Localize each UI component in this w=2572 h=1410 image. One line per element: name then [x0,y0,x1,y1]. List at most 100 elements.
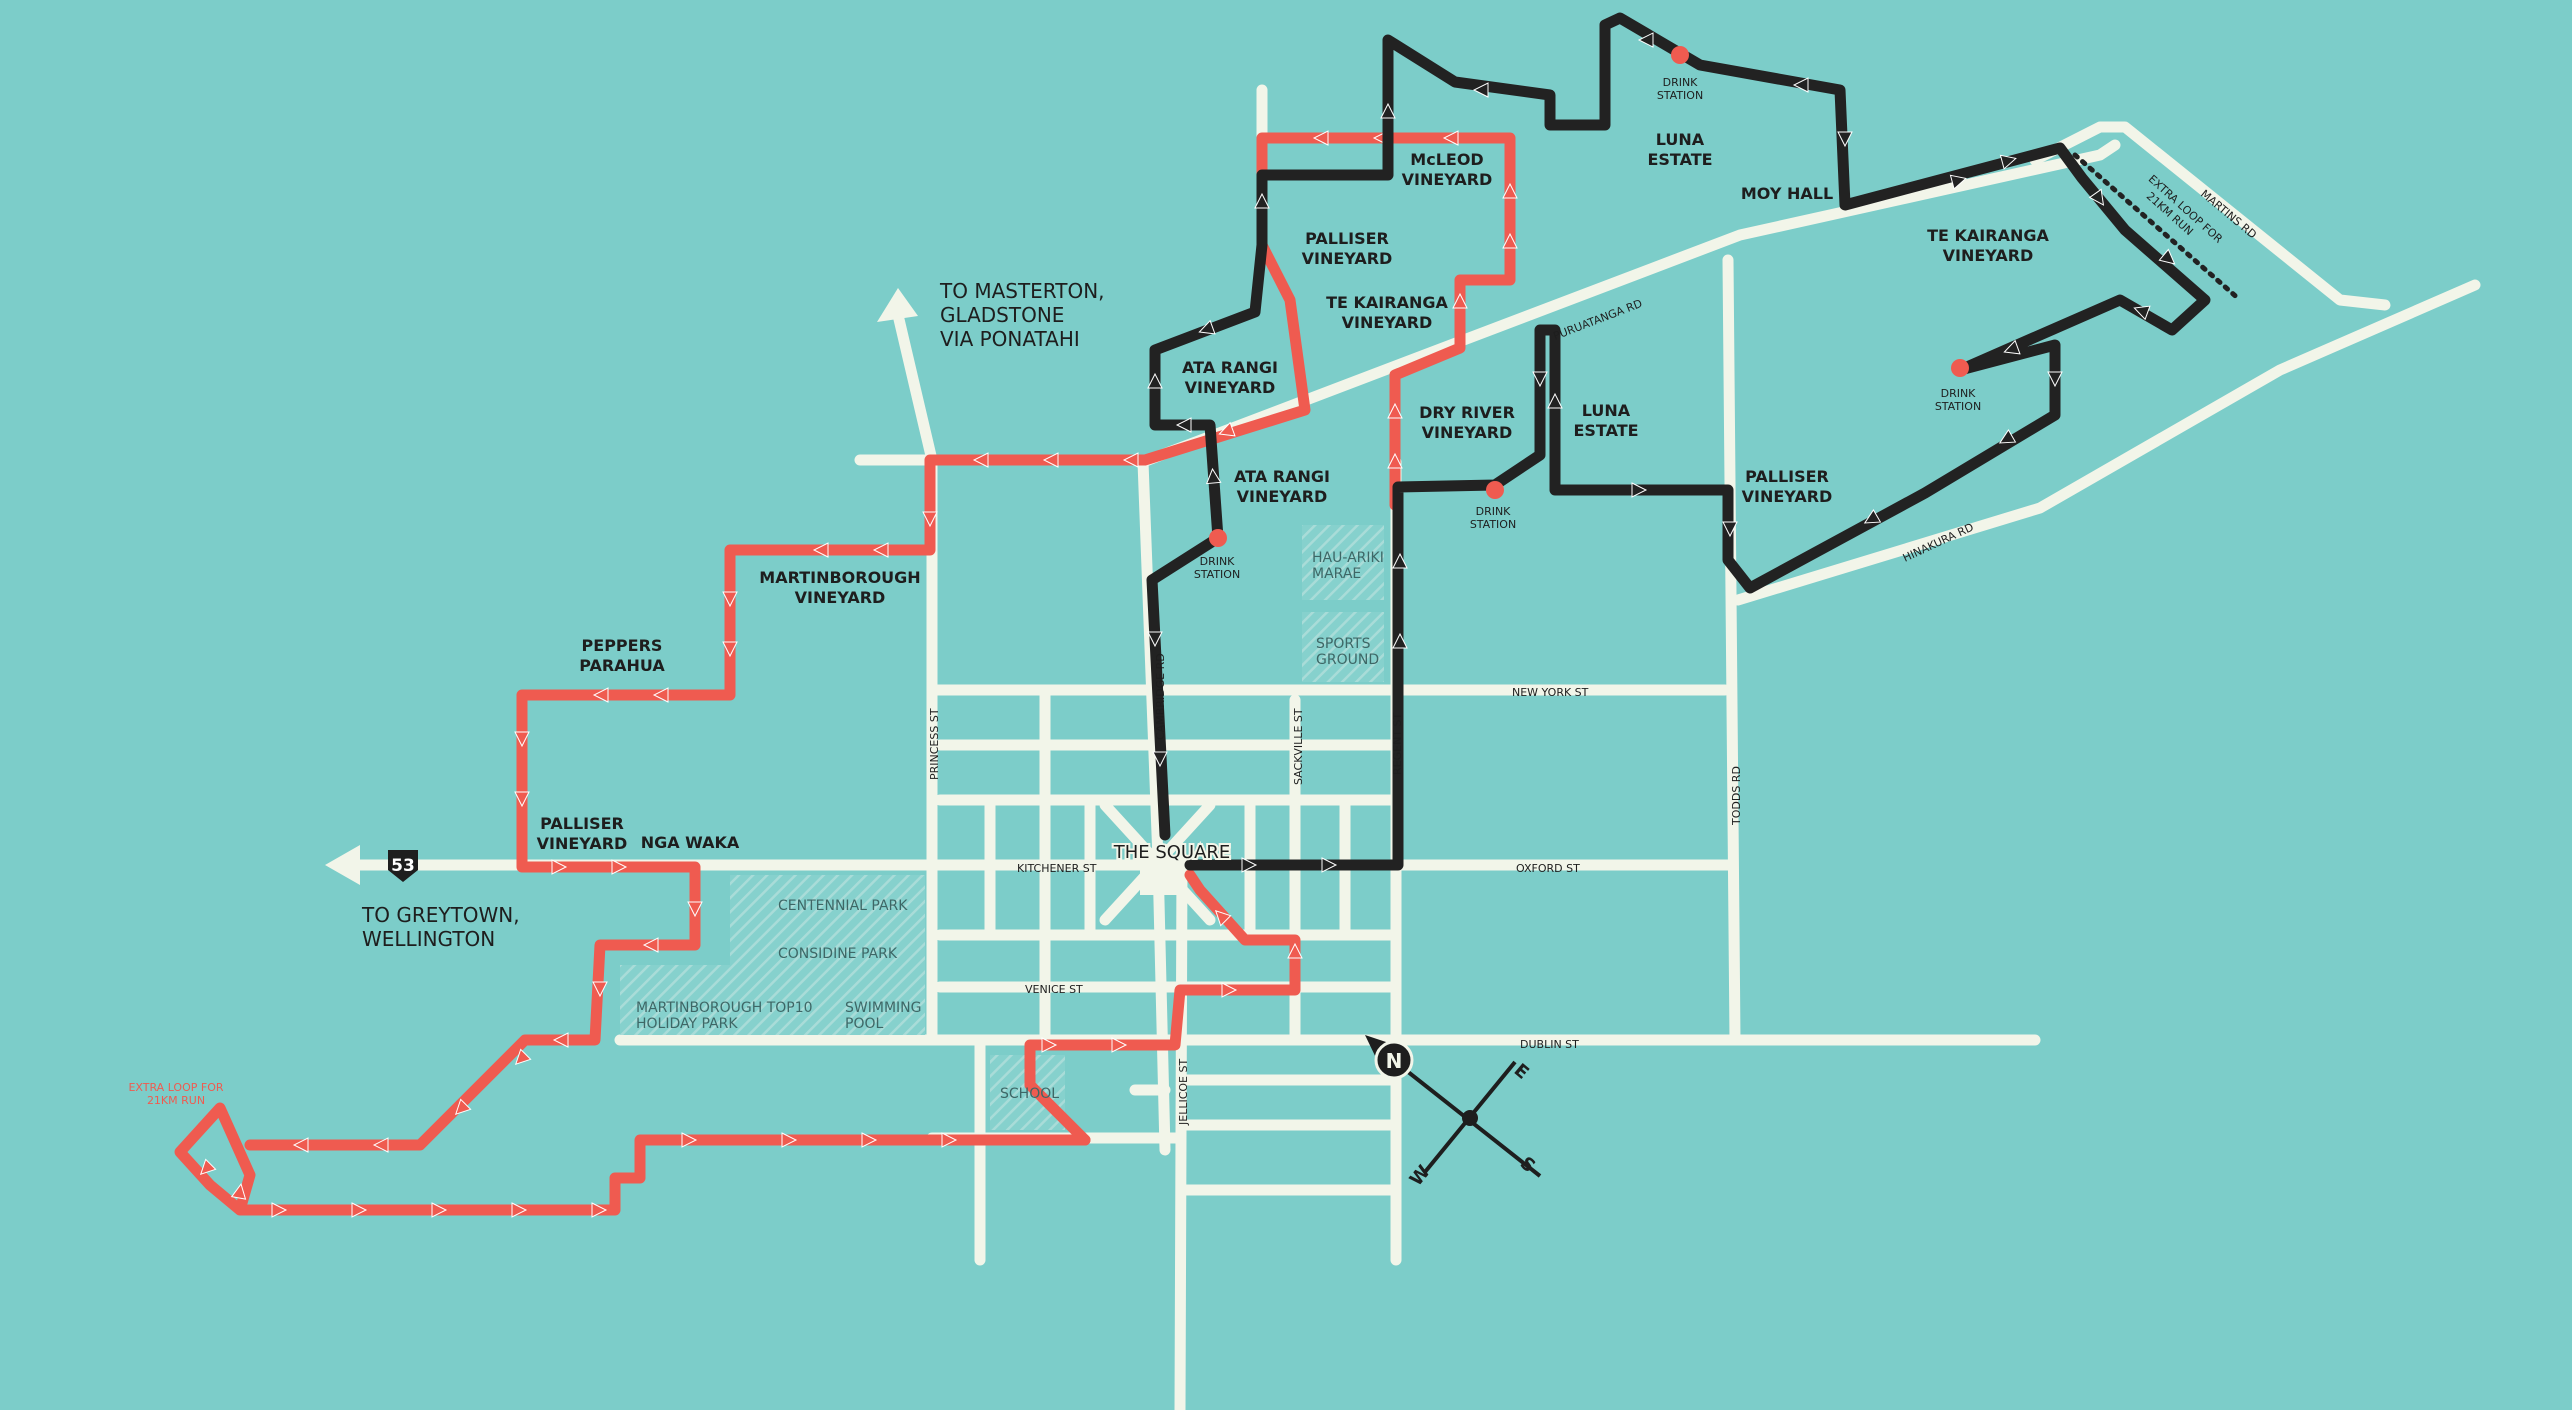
route-direction-arrow [722,641,738,658]
compass-rose: N E S W [1365,1035,1542,1190]
route-direction-arrow [1387,402,1403,419]
route-direction-arrow [292,1137,309,1153]
route-direction-arrow [1392,632,1408,649]
street-new-york: NEW YORK ST [1512,686,1589,699]
place-label-ata-rangi-2: ATA RANGI [1234,467,1330,486]
route-direction-arrow [230,1182,247,1200]
extra-loop-west-line-2: 21KM RUN [147,1094,205,1107]
street-princess: PRINCESS ST [928,708,941,780]
place-label-ata-rangi-1: VINEYARD [1185,378,1276,397]
route-direction-arrow [1312,130,1329,146]
route-direction-arrow [351,1202,368,1218]
drink-station-label-3b: STATION [1470,518,1516,531]
masterton-line-2: GLADSTONE [940,303,1064,327]
drink-station-labels: DRINK STATION DRINK STATION DRINK STATIO… [1194,76,1981,581]
route-direction-arrow [1392,552,1408,569]
holiday-park-area [620,965,925,1035]
route-direction-arrow [552,1032,569,1048]
place-label-martinborough: VINEYARD [795,588,886,607]
route-red-arrows [199,130,1518,1218]
route-direction-arrow [1147,631,1163,648]
holiday-park-label-1: MARTINBOROUGH TOP10 [636,1000,813,1016]
facility-labels: HAU-ARIKI MARAE SPORTS GROUND CENTENNIAL… [636,550,1384,1102]
route-direction-arrow [1380,102,1396,119]
drink-station-label-3a: DRINK [1476,505,1512,518]
highway-shield: 53 [388,850,418,882]
route-direction-arrow [1175,417,1192,433]
street-oxford: OXFORD ST [1516,862,1580,875]
route-direction-arrow [1241,857,1258,873]
route-direction-arrow [551,859,568,875]
route-direction-arrow [872,542,889,558]
masterton-line-3: VIA PONATAHI [940,327,1080,351]
swimming-pool-label-2: POOL [845,1016,883,1032]
route-direction-arrow [1205,467,1222,485]
route-direction-arrow [1221,982,1238,998]
route-direction-arrow [514,1048,532,1066]
highway-53-arrow [325,845,360,885]
street-venice: VENICE ST [1025,983,1083,996]
route-black-arrows [1147,32,2176,873]
route-direction-arrow [1041,1037,1058,1053]
destination-greytown: TO GREYTOWN, WELLINGTON [361,903,520,951]
drink-station-label-1a: DRINK [1663,76,1699,89]
school-label: SCHOOL [1000,1086,1059,1102]
street-sackville: SACKVILLE ST [1292,708,1305,785]
highway-number: 53 [391,856,415,876]
place-label-luna-n: ESTATE [1647,150,1712,169]
centennial-park-area [730,875,925,965]
the-square-plaza [1140,855,1180,895]
destination-masterton: TO MASTERTON, GLADSTONE VIA PONATAHI [939,279,1105,351]
greytown-line-1: TO GREYTOWN, [361,903,520,927]
greytown-line-2: WELLINGTON [362,927,495,951]
route-direction-arrow [511,1202,528,1218]
road-network [354,84,2481,1410]
considine-park-label: CONSIDINE PARK [778,946,898,962]
drink-station-marker [1209,529,1227,547]
route-direction-arrow [1863,508,1882,524]
route-direction-arrow [1999,154,2017,170]
place-label-palliser-w: VINEYARD [537,834,628,853]
route-black [1146,12,2211,871]
centennial-park-label: CENTENNIAL PARK [778,898,908,914]
route-direction-arrow [1122,452,1139,468]
route-direction-arrow [1631,482,1648,498]
route-direction-arrow [271,1202,288,1218]
street-kitchener: KITCHENER ST [1017,862,1097,875]
place-label-ata-rangi-2: VINEYARD [1237,487,1328,506]
place-label-te-kairanga-e: TE KAIRANGA [1927,226,2049,245]
place-label-luna-n: LUNA [1656,130,1705,149]
route-direction-arrow [591,1202,608,1218]
drink-station-marker [1671,46,1689,64]
place-label-palliser-e: VINEYARD [1742,487,1833,506]
route-direction-arrow [1452,292,1468,309]
swimming-pool-label-1: SWIMMING [845,1000,921,1016]
hau-ariki-label-1: HAU-ARIKI [1312,550,1384,566]
route-direction-arrow [611,859,628,875]
street-regent: REGENT ST [1391,713,1404,775]
route-direction-arrow [1287,942,1303,959]
sports-ground-label-1: SPORTS [1316,636,1371,652]
route-direction-arrow [1198,319,1216,335]
street-jellicoe: JELLICOE ST [1177,1059,1190,1126]
sports-ground-label-2: GROUND [1316,652,1379,668]
extra-loop-path-east [2072,152,2243,303]
route-direction-arrow [687,901,703,918]
route-direction-arrow [1387,452,1403,469]
route-direction-arrow [812,542,829,558]
route-direction-arrow [1214,909,1232,927]
place-label-the-square: THE SQUARE [1113,842,1231,863]
place-label-mcleod: VINEYARD [1402,170,1493,189]
place-label-peppers: PEPPERS [582,636,663,655]
route-direction-arrow [1998,428,2017,444]
route-direction-arrow [972,452,989,468]
route-direction-arrow [2158,248,2176,265]
place-label-dry-river: DRY RIVER [1419,403,1515,422]
route-direction-arrow [1042,452,1059,468]
place-label-palliser-e: PALLISER [1745,467,1829,486]
street-cambridge: CAMBRIDGE RD [1154,653,1167,740]
route-direction-arrow [681,1132,698,1148]
route-direction-arrow [1472,82,1489,98]
place-label-ata-rangi-1: ATA RANGI [1182,358,1278,377]
